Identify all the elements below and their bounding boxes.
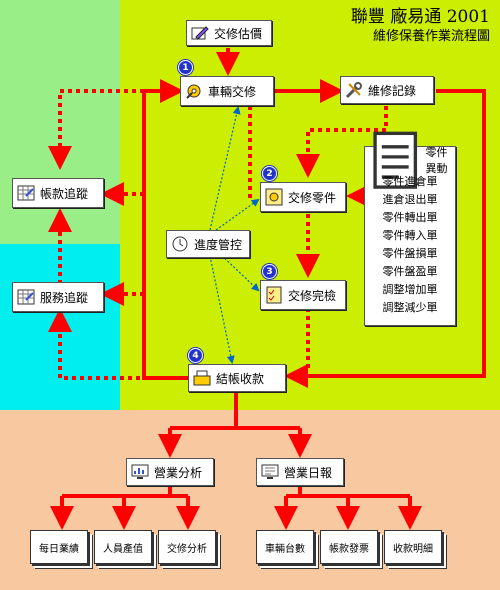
parts-change-item[interactable]: 零件轉入單	[382, 229, 438, 242]
report-staff-output[interactable]: 人員產值	[94, 530, 152, 564]
node-business-daily[interactable]: 營業日報	[256, 458, 344, 486]
node-business-analysis-label: 營業分析	[154, 465, 203, 480]
node-repair-record-label: 維修記錄	[368, 83, 417, 98]
parts-change-title: 零件異動	[425, 146, 448, 175]
node-service-tracking-label: 服務追蹤	[40, 290, 89, 305]
title-line-2: 維修保養作業流程圖	[372, 29, 490, 44]
dashed-repair-to-account	[48, 89, 144, 170]
node-progress-control-label: 進度管控	[194, 237, 243, 252]
parts-change-list: 零件進倉單 進倉退出單 零件轉出單 零件轉入單 零件盤損單 零件盤盈單 調整增加…	[365, 173, 455, 317]
step-badge-1: 1	[178, 60, 193, 75]
node-repair-record[interactable]: 維修記錄	[340, 76, 434, 104]
report-receipt-detail[interactable]: 收款明細	[384, 530, 442, 564]
diagram-title: 聯豐 廠易通 2001 維修保養作業流程圖	[351, 8, 490, 46]
parts-change-panel[interactable]: 零件異動 零件進倉單 進倉退出單 零件轉出單 零件轉入單 零件盤損單 零件盤盈單…	[364, 131, 456, 326]
spreadsheet-icon	[17, 185, 35, 201]
step-badge-2: 2	[262, 166, 277, 181]
wrench-screwdriver-icon	[345, 82, 362, 99]
monitor-chart-icon	[131, 464, 149, 479]
parts-change-header: 零件異動	[365, 131, 455, 189]
node-estimate-label: 交修估價	[214, 26, 263, 41]
dotted-progress-to-repair	[209, 106, 241, 231]
node-vehicle-repair-label: 車輛交修	[208, 84, 257, 99]
parts-change-item[interactable]: 零件盤損單	[382, 247, 438, 260]
node-service-tracking[interactable]: 服務追蹤	[12, 282, 104, 312]
parts-change-item[interactable]: 零件進倉單	[382, 175, 438, 188]
node-checkout-label: 結帳收款	[216, 371, 265, 386]
parts-gear-icon	[265, 188, 283, 206]
node-estimate[interactable]: 交修估價	[186, 20, 272, 46]
node-checkout[interactable]: 結帳收款	[188, 364, 286, 392]
document-list-icon	[373, 131, 418, 189]
node-progress-control[interactable]: 進度管控	[166, 230, 250, 258]
parts-change-item[interactable]: 調整增加單	[382, 283, 438, 296]
node-account-tracking[interactable]: 帳款追蹤	[12, 178, 104, 208]
arrow-record-to-checkout	[284, 89, 486, 388]
report-account-invoice[interactable]: 帳款發票	[320, 530, 378, 564]
node-vehicle-repair[interactable]: 車輛交修	[180, 76, 274, 106]
cash-register-icon	[193, 370, 211, 386]
arrow-checkout-to-repair-loop	[142, 79, 188, 380]
dotted-progress-to-checkout	[209, 255, 235, 364]
node-repair-parts-label: 交修零件	[288, 190, 337, 205]
checklist-icon	[266, 286, 282, 304]
report-repair-analysis[interactable]: 交修分析	[158, 530, 216, 564]
node-repair-parts[interactable]: 交修零件	[260, 182, 346, 212]
spreadsheet-icon	[17, 289, 35, 305]
clock-chart-icon	[172, 236, 188, 252]
edit-pencil-icon	[191, 26, 209, 40]
step-badge-3: 3	[262, 264, 277, 279]
title-line-1: 聯豐 廠易通 2001	[350, 7, 490, 27]
node-business-daily-label: 營業日報	[284, 465, 333, 480]
parts-change-item[interactable]: 零件轉出單	[382, 211, 438, 224]
wrench-gear-icon	[186, 84, 201, 99]
dotted-progress-to-parts	[215, 198, 260, 231]
report-vehicle-count[interactable]: 車輛台數	[256, 530, 314, 564]
report-daily-performance[interactable]: 每日業績	[30, 530, 88, 564]
parts-change-item[interactable]: 零件盤盈單	[382, 265, 438, 278]
step-badge-4: 4	[188, 348, 203, 363]
node-repair-inspection[interactable]: 交修完檢	[260, 280, 346, 310]
monitor-report-icon	[261, 464, 279, 479]
dashed-checkout-to-service	[48, 308, 188, 380]
node-business-analysis[interactable]: 營業分析	[126, 458, 214, 486]
dashed-record-to-parts	[296, 106, 388, 178]
parts-change-item[interactable]: 調整減少單	[382, 301, 438, 314]
node-account-tracking-label: 帳款追蹤	[40, 186, 89, 201]
dashed-repair-to-parts	[248, 106, 254, 198]
node-repair-inspection-label: 交修完檢	[288, 288, 337, 303]
parts-change-item[interactable]: 進倉退出單	[382, 193, 438, 206]
